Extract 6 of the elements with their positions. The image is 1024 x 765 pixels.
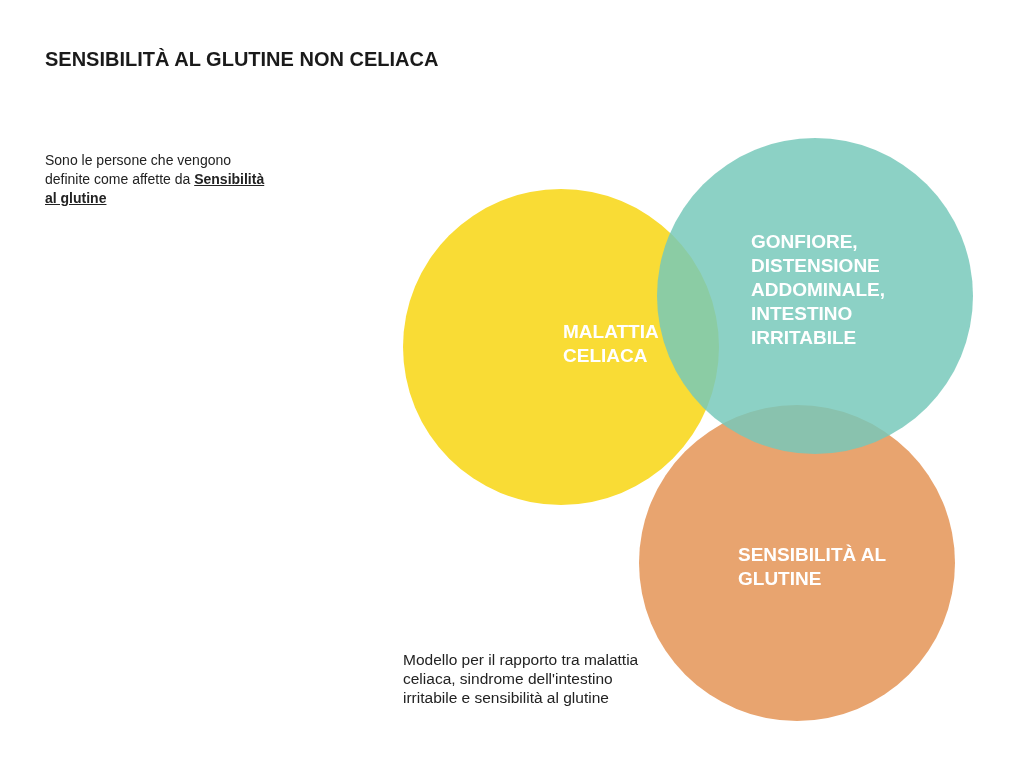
caption-text: Modello per il rapporto tra malattia celiaca, sindrome dell'intestino irritabile e sensibilità al glutine (403, 650, 640, 707)
circle-label: GONFIORE, DISTENSIONE ADDOMINALE, INTESTINO IRRITABILE (751, 230, 887, 350)
description-text: Sono le persone che vengono definite come affette da Sensibilità al glutine (45, 151, 266, 208)
circle-label: MALATTIA CELIACA (563, 320, 659, 368)
circle-label: SENSIBILITÀ AL GLUTINE (738, 543, 887, 591)
diagram-title: SENSIBILITÀ AL GLUTINE NON CELIACA (45, 48, 439, 71)
